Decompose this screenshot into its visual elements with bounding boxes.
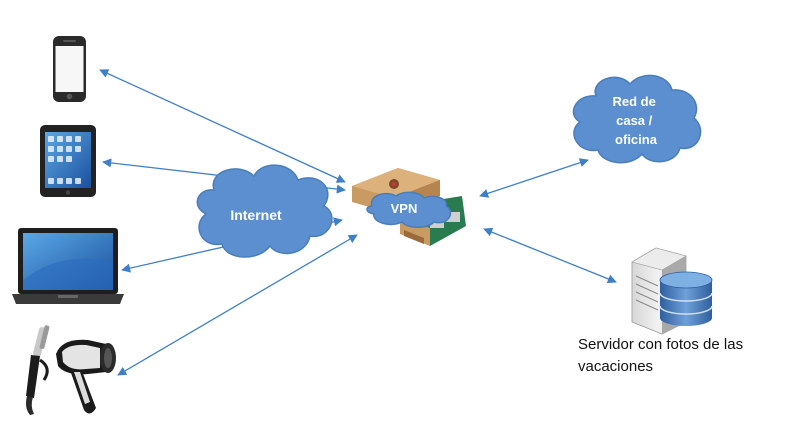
curling-iron-icon — [26, 325, 50, 415]
home-office-label-line-2: casa / — [616, 113, 653, 128]
arrow-vpn-server — [483, 227, 617, 284]
arrow-phone-vpn — [99, 69, 346, 183]
database-icon — [659, 271, 713, 326]
home-office-label: Red de casa / oficina — [613, 94, 660, 147]
smartphone-icon — [53, 36, 86, 102]
home-office-cloud: Red de casa / oficina — [572, 74, 702, 164]
hair-appliances-icon — [26, 325, 116, 415]
laptop-icon — [12, 228, 124, 304]
vpn-label: VPN — [391, 201, 418, 216]
server-caption: Servidor con fotos de las vacaciones — [578, 336, 744, 375]
arrow-vpn-home — [479, 158, 589, 198]
vpn-cloud: VPN — [366, 191, 452, 228]
hair-dryer-icon — [56, 339, 116, 414]
arrow-appliances-vpn — [117, 234, 358, 376]
internet-label: Internet — [230, 207, 282, 223]
server-database-icon — [631, 247, 713, 335]
home-office-label-line-3: oficina — [615, 132, 658, 147]
home-office-label-line-1: Red de — [613, 94, 656, 109]
internet-cloud: Internet — [196, 164, 333, 258]
connection-arrows — [99, 69, 617, 376]
tablet-icon — [40, 125, 96, 197]
